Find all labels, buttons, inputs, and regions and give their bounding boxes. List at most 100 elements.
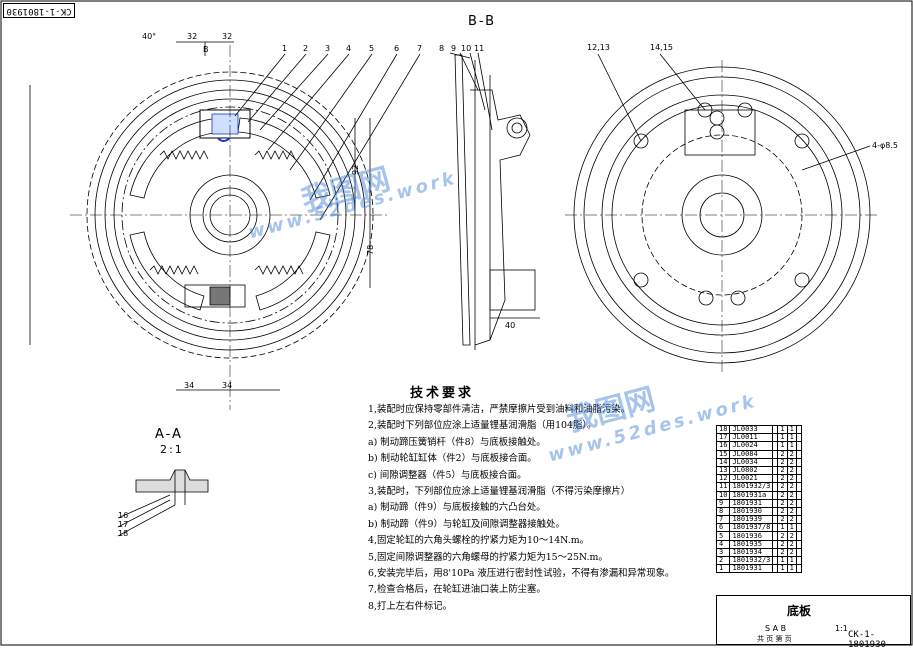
dim-34-left: 34	[184, 381, 194, 390]
part-label-11: 11	[474, 44, 484, 53]
requirement-item: 4,固定轮缸的六角头螺栓的拧紧力矩为10～14N.m。	[368, 535, 590, 547]
bom-cell: 1801936	[729, 531, 774, 541]
dim-angle-40: 40°	[142, 32, 156, 41]
bom-cell	[795, 424, 802, 435]
part-label-6: 6	[394, 44, 399, 53]
part-label-5: 5	[369, 44, 374, 53]
bom-cell	[795, 547, 802, 558]
dim-92: 92	[351, 165, 360, 175]
requirement-item: b) 制动轮缸缸体（件2）与底板接合面。	[368, 453, 537, 465]
part-label-8: 8	[439, 44, 444, 53]
bom-cell: 1	[777, 564, 788, 574]
front-view	[29, 41, 421, 410]
bom-cell	[795, 555, 802, 566]
dim-b-label: B	[203, 45, 209, 54]
bom-cell	[795, 433, 802, 443]
bom-cell: 1801937/8	[729, 523, 774, 533]
bom-cell: 1	[786, 564, 797, 574]
title-block-assembly: 底板	[787, 604, 812, 618]
bom-cell: 10	[715, 490, 731, 500]
part-label-10: 10	[461, 44, 471, 53]
bom-cell	[795, 523, 802, 533]
requirement-item: b) 制动蹄（件9）与轮缸及间隙调整器接触处。	[368, 518, 565, 530]
bom-cell: 2	[777, 531, 788, 541]
section-aa-view	[117, 469, 209, 537]
bom-cell	[795, 531, 802, 541]
bom-cell: 1801931a	[729, 490, 774, 500]
bom-cell	[795, 515, 802, 525]
bom-cell: 5	[715, 531, 731, 541]
bom-cell: 2	[786, 490, 797, 500]
bom-cell	[795, 457, 802, 467]
dim-32-left: 32	[187, 32, 197, 41]
requirement-item: a) 制动蹄（件9）与底板接触的六凸台处。	[368, 502, 546, 514]
rear-label-14-15: 14,15	[650, 43, 673, 52]
requirements-list: 1,装配时应保持零部件清洁，严禁摩擦片受到油料和油脂污染。 2,装配时下列部位应…	[368, 402, 674, 615]
part-label-4: 4	[346, 44, 351, 53]
bom-cell: 2	[777, 490, 788, 500]
bom-cell	[795, 539, 802, 549]
bom-cell: 11	[715, 482, 731, 492]
requirement-item: 7,检查合格后，在轮缸进油口装上防尘塞。	[368, 584, 546, 596]
bom-cell: JL0024	[729, 441, 774, 451]
bom-cell: 1801931	[729, 564, 774, 574]
part-label-3: 3	[325, 44, 330, 53]
aa-label-17: 17	[118, 520, 128, 529]
requirement-item: 8,打上左右件标记。	[368, 600, 452, 612]
requirements-title: 技术要求	[410, 386, 475, 401]
bom-cell: 16	[715, 441, 731, 451]
bom-cell: 1	[786, 523, 797, 533]
requirement-item: 2,装配时下列部位应涂上适量锂基润滑脂（用104脂）。	[368, 420, 597, 432]
part-label-7: 7	[417, 44, 422, 53]
part-label-1: 1	[282, 44, 287, 53]
title-block-scale: 1:1	[835, 624, 848, 633]
part-label-2: 2	[303, 44, 308, 53]
bom-cell	[795, 465, 802, 476]
section-bb-title: B-B	[468, 14, 497, 29]
bom-cell: 2	[777, 482, 788, 492]
bom-cell: 2	[786, 531, 797, 541]
dim-40-section: 40	[505, 321, 515, 330]
requirement-item: 3,装配时，下列部位应涂上适量锂基润滑脂（不得污染摩擦片）	[368, 486, 631, 498]
bom-cell: 1	[777, 523, 788, 533]
frame-code: CK-1-1801930	[3, 3, 75, 18]
bom-cell	[795, 482, 802, 492]
bom-cell: 1801932/3	[729, 482, 774, 492]
bom-cell	[795, 506, 802, 517]
bom-cell: 6	[715, 523, 731, 533]
requirement-item: 1,装配时应保持零部件清洁，严禁摩擦片受到油料和油脂污染。	[368, 404, 631, 415]
rear-view	[565, 53, 880, 372]
requirement-item: a) 制动蹄压簧销杆（件8）与底板接触处。	[368, 436, 546, 448]
title-block-code: CK-1-1801930	[848, 630, 886, 650]
bom-cell	[795, 564, 802, 574]
bom-cell: 2	[786, 482, 797, 492]
bom-cell	[795, 449, 802, 459]
dim-34-right: 34	[222, 381, 232, 390]
requirement-item: 5,固定间隙调整器的六角螺母的拧紧力矩为15～25N.m。	[368, 551, 608, 563]
part-label-9: 9	[451, 44, 456, 53]
bom-cell: 1	[715, 564, 731, 574]
rear-label-12-13: 12,13	[587, 43, 610, 52]
dim-32-right: 32	[222, 32, 232, 41]
bom-cell	[795, 474, 802, 484]
rear-label-holes: 4-φ8.5	[872, 141, 898, 150]
aa-label-16: 16	[118, 511, 128, 520]
requirement-item: c) 间隙调整器（件5）与底板接合面。	[368, 469, 527, 481]
bom-cell: 1	[786, 441, 797, 451]
bom-cell: 1	[777, 441, 788, 451]
aa-label-18: 18	[118, 529, 128, 538]
bom-cell	[795, 490, 802, 500]
